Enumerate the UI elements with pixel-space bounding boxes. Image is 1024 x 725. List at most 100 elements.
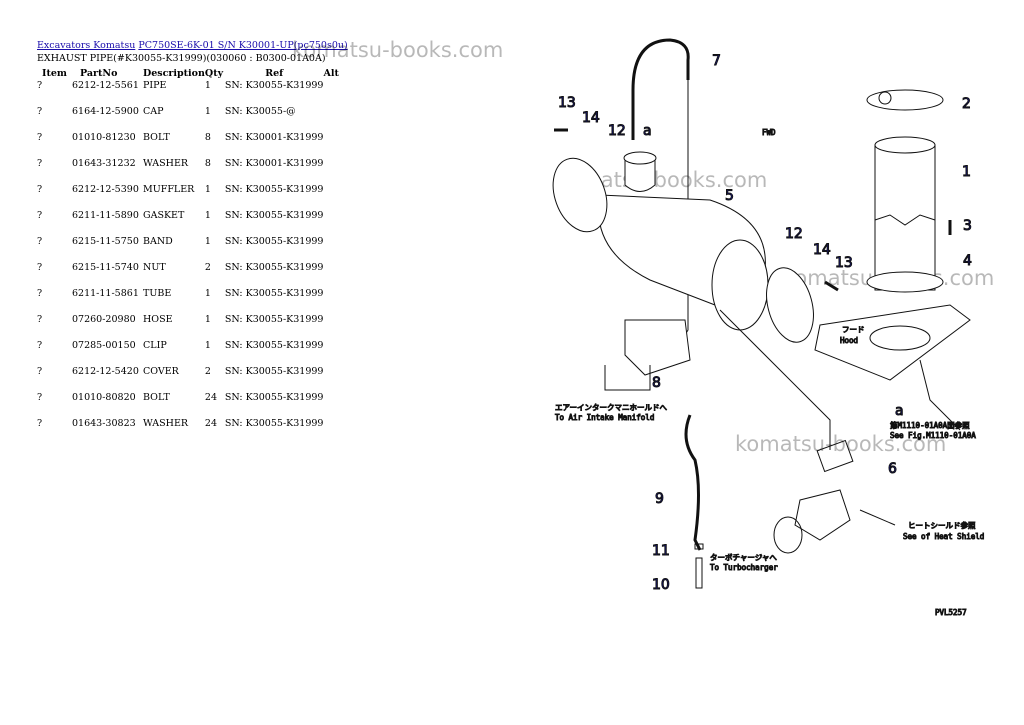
callout-label: 4 [963,253,972,269]
row-alt [323,262,353,288]
row-partno: 6215-11-5740 [72,262,139,273]
row-item: ? [37,210,43,221]
hood-label: Hood [840,336,858,345]
row-partno: 6211-11-5890 [72,210,139,221]
row-item: ? [37,366,43,377]
callout-label: 12 [785,226,803,242]
row-description: PIPE [143,80,167,91]
row-ref: SN: K30001-K31999 [224,132,324,143]
row-partno: 6212-12-5561 [72,80,139,91]
band-part [866,89,944,111]
row-qty: 2 [204,366,211,377]
note-turbo-jp: ターボチャージャへ [710,553,777,562]
row-ref: SN: K30055-K31999 [224,80,324,91]
row-qty: 24 [204,392,218,403]
row-partno: 01010-81230 [72,132,136,143]
row-ref: SN: K30055-K31999 [224,366,324,377]
callout-label: 11 [652,543,670,559]
row-item: ? [37,340,43,351]
note-fig-jp: 第M1110-01A0A図参照 [890,420,970,430]
note-turbo-en: To Turbocharger [710,563,778,572]
row-partno: 6164-12-5900 [72,106,139,117]
view-label-a: a [895,403,904,419]
callout-label: 2 [962,96,971,112]
row-description: BOLT [143,392,170,403]
callout-label: 13 [558,95,576,111]
bolt-part [824,280,839,292]
callout-label: 14 [813,242,831,258]
cover-part [552,157,608,233]
row-alt [323,158,353,184]
row-partno: 07260-20980 [72,314,136,325]
leader-line [604,365,651,391]
row-partno: 6212-12-5420 [72,366,139,377]
row-description: CLIP [143,340,167,351]
leader-line [719,309,831,450]
row-description: BOLT [143,132,170,143]
callout-label: 10 [652,577,670,593]
pipe-part [866,136,944,293]
row-qty: 1 [204,314,211,325]
row-ref: SN: K30055-K31999 [224,314,324,325]
row-description: CAP [143,106,164,117]
row-item: ? [37,106,43,117]
row-alt [323,184,353,210]
hood-plate [814,304,971,381]
row-description: TUBE [143,288,172,299]
row-ref: SN: K30055-K31999 [224,288,324,299]
callout-label: 3 [963,218,972,234]
leader-line [919,359,961,431]
note-heat-jp: ヒートシールド参照 [908,520,976,530]
row-description: COVER [143,366,179,377]
callout-label: 6 [888,461,897,477]
row-ref: SN: K30055-K31999 [224,236,324,247]
row-alt [323,80,353,106]
row-qty: 1 [204,106,211,117]
row-ref: SN: K30055-K31999 [224,418,324,429]
exploded-parts-diagram: 1 2 3 4 5 6 7 8 9 10 11 12 12 13 13 14 1… [552,38,985,618]
table-row: ? 6212-12-5420 COVER 2 SN: K30055-K31999 [37,366,353,392]
callout-label: 8 [652,375,661,391]
callout-label: 9 [655,491,664,507]
row-partno: 01643-30823 [72,418,136,429]
header-alt: Alt [323,67,339,79]
row-item: ? [37,236,43,247]
row-partno: 6212-12-5390 [72,184,139,195]
row-partno: 6211-11-5861 [72,288,139,299]
row-qty: 8 [204,132,211,143]
header-description: Description [143,67,205,79]
row-qty: 1 [204,288,211,299]
note-air-intake-en: To Air Intake Manifold [555,413,654,422]
callout-label: 1 [962,164,971,180]
row-qty: 1 [204,236,211,247]
row-ref: SN: K30055-K31999 [224,340,324,351]
row-ref: SN: K30055-K31999 [224,184,324,195]
row-item: ? [37,314,43,325]
row-description: HOSE [143,314,173,325]
row-qty: 2 [204,262,211,273]
callout-label: 5 [725,188,734,204]
breadcrumb-link-excavators[interactable]: Excavators Komatsu [37,40,136,51]
row-qty: 1 [204,340,211,351]
row-alt [323,236,353,262]
tube-part [684,414,702,551]
callout-label: 12 [608,123,626,139]
row-qty: 24 [204,418,218,429]
row-ref: SN: K30055-K31999 [224,392,324,403]
row-ref: SN: K30001-K31999 [224,158,324,169]
row-alt [323,132,353,158]
row-item: ? [37,80,43,91]
bracket-part [624,319,691,376]
breadcrumb-link-model[interactable]: PC750SE-6K-01 S/N K30001-UP(pc750s0u) [138,40,348,51]
breadcrumb: Excavators Komatsu PC750SE-6K-01 S/N K30… [37,40,348,51]
row-item: ? [37,184,43,195]
hose-part [631,38,690,140]
parts-table: Item PartNo Description Qty Ref Alt ?621… [37,66,353,438]
